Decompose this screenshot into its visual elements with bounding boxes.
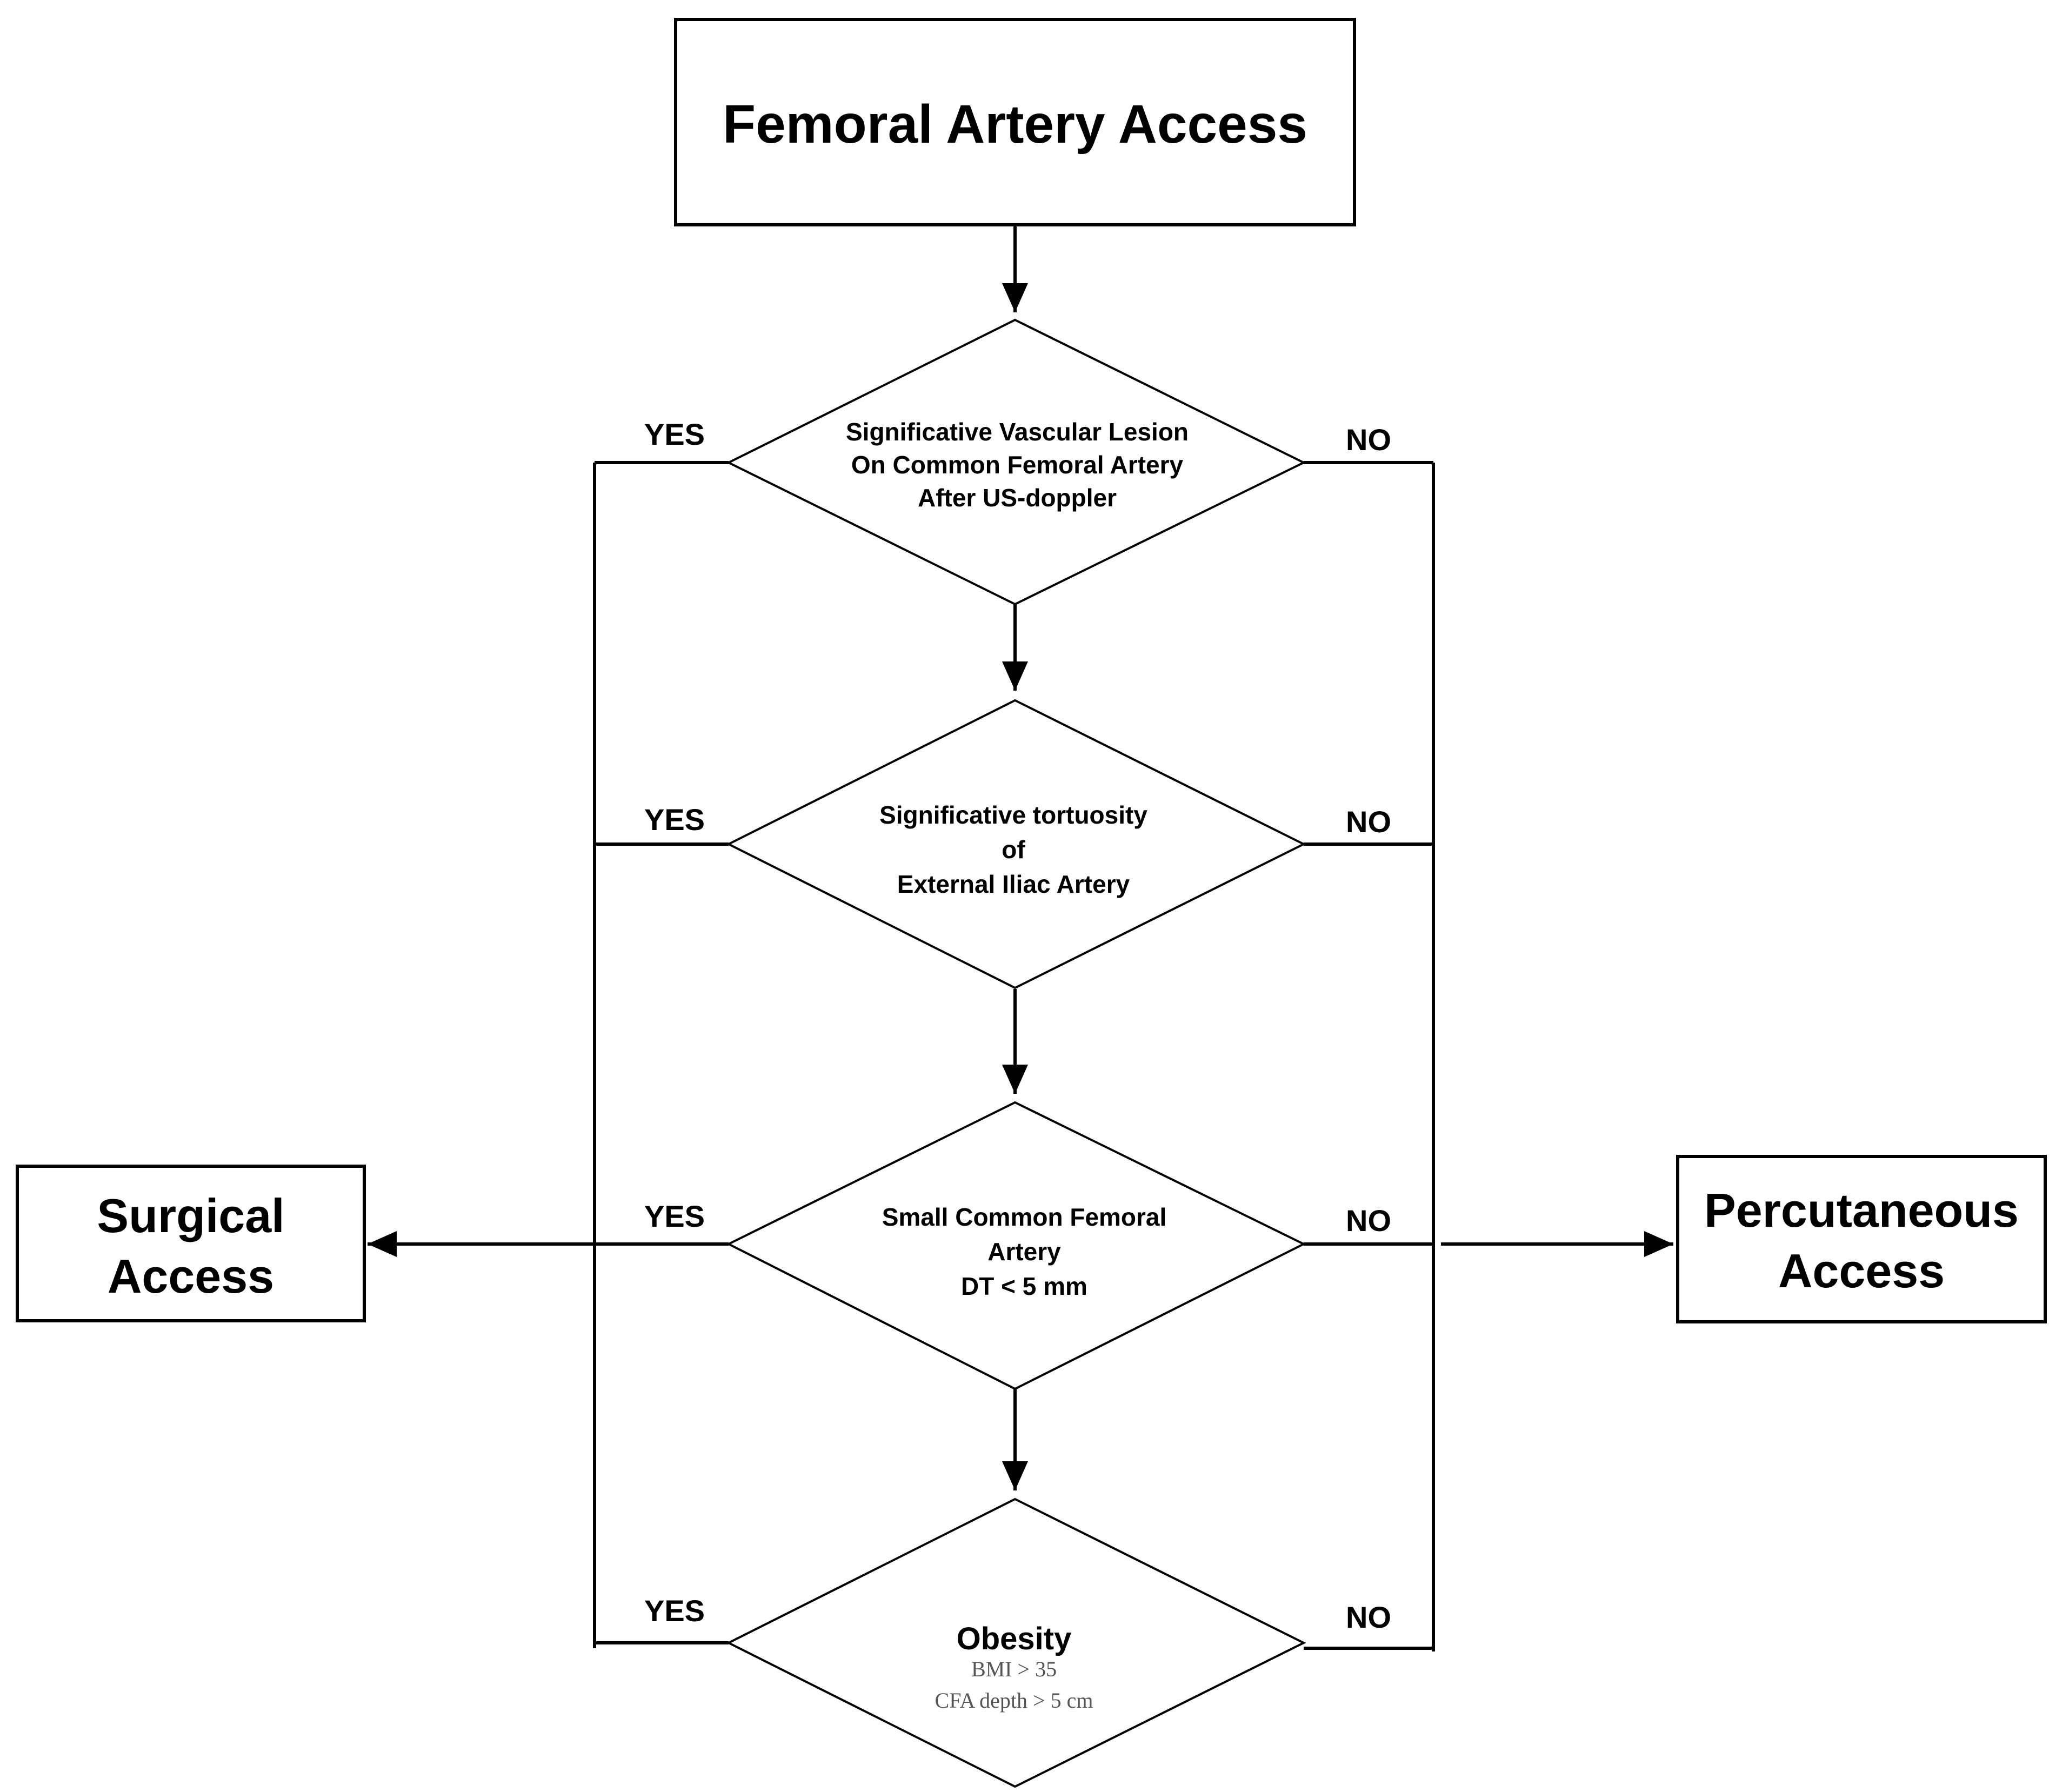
outcome-percutaneous-line-1: Percutaneous xyxy=(1704,1183,2019,1237)
decision-vascular-lesion-line-2: On Common Femoral Artery xyxy=(851,451,1184,479)
decision-small-cfa-diamond xyxy=(726,1101,1306,1390)
decision-obesity-title: Obesity xyxy=(957,1621,1072,1656)
outcome-percutaneous-frame xyxy=(1676,1155,2047,1323)
start-box-frame xyxy=(674,18,1356,226)
decision-obesity-line-2: CFA depth > 5 cm xyxy=(935,1688,1093,1713)
yes-label-4: YES xyxy=(644,1594,705,1628)
outcome-percutaneous-line-2: Access xyxy=(1778,1244,1945,1298)
no-label-3: NO xyxy=(1346,1203,1391,1238)
outcome-surgical-line-2: Access xyxy=(108,1249,274,1303)
decision-small-cfa: Small Common Femoral Artery DT < 5 mm xyxy=(726,1101,1306,1390)
no-label-1: NO xyxy=(1346,423,1391,457)
decision-obesity: Obesity BMI > 35 CFA depth > 5 cm xyxy=(726,1497,1306,1788)
decision-vascular-lesion: Significative Vascular Lesion On Common … xyxy=(726,318,1306,606)
outcome-surgical-frame xyxy=(16,1165,366,1322)
start-box: Femoral Artery Access xyxy=(674,18,1356,226)
decision-vascular-lesion-line-3: After US-doppler xyxy=(918,484,1117,512)
decision-vascular-lesion-diamond xyxy=(726,318,1306,606)
no-label-2: NO xyxy=(1346,805,1391,839)
decision-tortuosity: Significative tortuosity of External Ili… xyxy=(726,699,1306,989)
outcome-percutaneous-access: Percutaneous Access xyxy=(1676,1155,2047,1323)
yes-label-3: YES xyxy=(644,1199,705,1233)
decision-tortuosity-line-2: of xyxy=(1002,835,1025,864)
decision-tortuosity-line-3: External Iliac Artery xyxy=(897,870,1130,898)
yes-label-2: YES xyxy=(644,803,705,837)
start-box-label: Femoral Artery Access xyxy=(723,94,1307,155)
decision-vascular-lesion-line-1: Significative Vascular Lesion xyxy=(846,418,1189,446)
outcome-surgical-access: Surgical Access xyxy=(16,1165,366,1322)
decision-tortuosity-line-1: Significative tortuosity xyxy=(879,801,1147,829)
decision-small-cfa-line-2: Artery xyxy=(987,1238,1061,1266)
no-label-4: NO xyxy=(1346,1600,1391,1634)
decision-obesity-line-1: BMI > 35 xyxy=(971,1657,1057,1681)
yes-label-1: YES xyxy=(644,417,705,451)
decision-small-cfa-line-3: DT < 5 mm xyxy=(961,1272,1087,1300)
decision-tortuosity-diamond xyxy=(726,699,1306,989)
outcome-surgical-line-1: Surgical xyxy=(97,1189,284,1242)
decision-small-cfa-line-1: Small Common Femoral xyxy=(882,1203,1167,1231)
decision-obesity-diamond xyxy=(726,1497,1306,1788)
